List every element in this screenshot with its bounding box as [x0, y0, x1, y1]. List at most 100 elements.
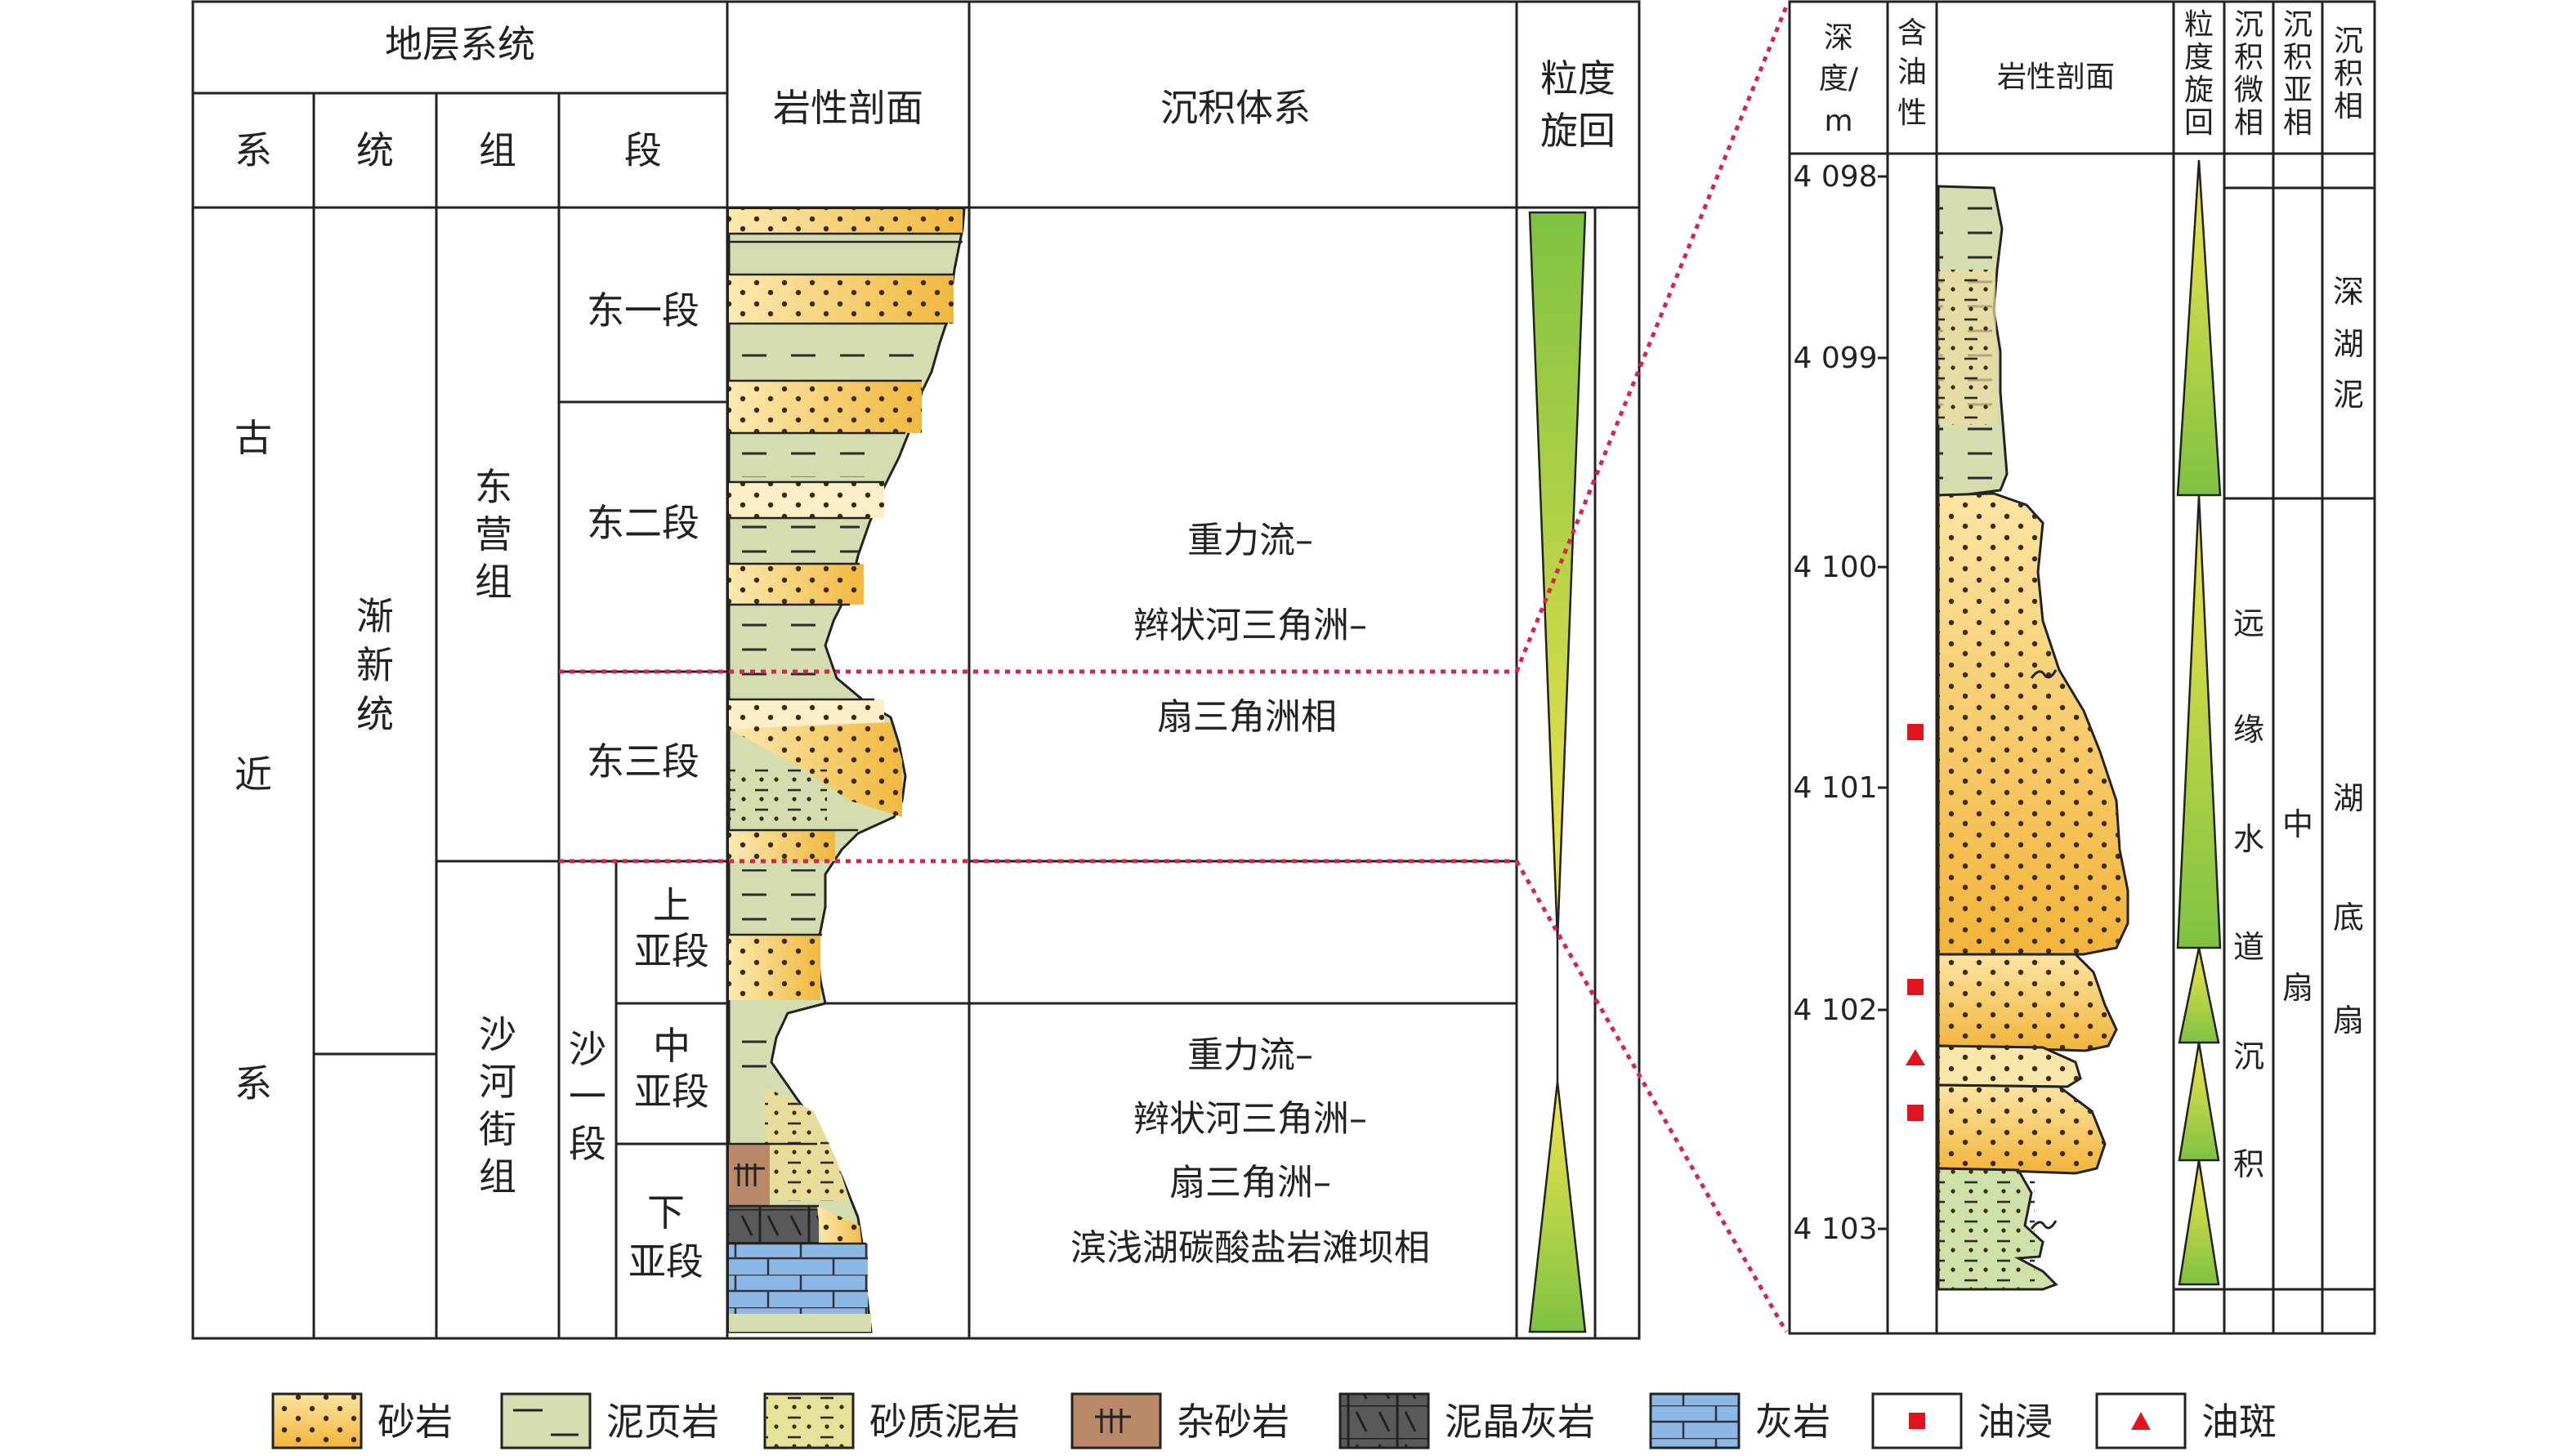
micro-header: 积: [2234, 41, 2263, 74]
subfacies-char: 中: [2282, 806, 2313, 842]
oil-header: 含: [1897, 16, 1927, 50]
left-grain-cycle: [1528, 211, 1587, 1333]
oil-header: 油: [1897, 56, 1927, 89]
xi-header: 系: [235, 128, 272, 172]
legend-label: 油浸: [1977, 1400, 2053, 1444]
legend-item-limestone: 灰岩: [1649, 1392, 1830, 1449]
facies-lower-line: 滨浅湖碳酸盐岩滩坝相: [1070, 1227, 1430, 1269]
shahejie-char: 河: [479, 1060, 516, 1104]
legend-label: 泥晶灰岩: [1445, 1400, 1595, 1444]
subfacies-header: 沉: [2283, 8, 2313, 42]
oil-immersion-mark: [1907, 1105, 1924, 1121]
facies-upper-line: 重力流–: [1187, 520, 1313, 561]
subfacies-header: 相: [2283, 106, 2313, 140]
segment-dong3: 东三段: [587, 739, 699, 784]
depth-tick: 4 099: [1793, 342, 1877, 375]
legend-label: 泥页岩: [606, 1400, 719, 1444]
sub-upper: 亚段: [634, 929, 709, 973]
sha1-char: 沙: [569, 1027, 606, 1071]
facies-fan-char: 湖: [2333, 780, 2364, 816]
legend-label: 灰岩: [1755, 1400, 1830, 1444]
facies-upper-line: 扇三角洲相: [1157, 696, 1337, 738]
dongying-char: 组: [475, 560, 512, 604]
micro-header: 微: [2234, 74, 2263, 107]
duan-header: 段: [624, 128, 662, 172]
facies-fan-char: 底: [2333, 900, 2364, 936]
facies-header: 相: [2334, 90, 2363, 123]
depth-header: 深: [1824, 21, 1853, 55]
oil-spot-mark: [1906, 1049, 1925, 1065]
micro-header: 相: [2234, 106, 2263, 140]
left-lithology-column: [727, 208, 966, 1333]
tong-header: 统: [356, 128, 394, 172]
legend-item-sandstone: 砂岩: [271, 1392, 453, 1449]
sub-upper: 上: [653, 883, 690, 927]
right-detail-table: 深 度/ m 含 油 性 岩性剖面 粒 度 旋 回 沉 积 微 相 沉 积 亚 …: [1788, 0, 2376, 1335]
dongying-char: 东: [475, 465, 512, 509]
micro-facies-char: 水: [2233, 821, 2264, 857]
depth-tick: 4 098: [1793, 160, 1877, 194]
lithology-header: 岩性剖面: [1997, 60, 2115, 94]
micro-facies-char: 缘: [2233, 712, 2264, 748]
subfacies-header: 积: [2283, 41, 2313, 74]
legend-label: 砂岩: [378, 1400, 453, 1444]
sha1-char: 一: [569, 1074, 606, 1119]
lithology-section-header: 岩性剖面: [773, 86, 923, 130]
oil-header: 性: [1897, 96, 1927, 130]
micro-facies-char: 积: [2233, 1146, 2264, 1182]
micro-facies-char: 远: [2233, 605, 2264, 641]
cycle-header: 粒: [2184, 8, 2214, 42]
facies-header: 沉: [2334, 25, 2363, 58]
xi-char: 古: [235, 416, 272, 460]
facies-deep-char: 深: [2333, 274, 2364, 310]
depth-header: 度/: [1819, 62, 1859, 96]
facies-lower-line: 扇三角洲–: [1169, 1162, 1331, 1204]
oil-immersion-mark: [1907, 724, 1924, 740]
legend-item-greywacke: 杂砂岩: [1070, 1392, 1289, 1449]
micro-facies-char: 沉: [2233, 1038, 2264, 1074]
depth-tick: 4 102: [1793, 994, 1877, 1027]
shahejie-char: 街: [479, 1107, 516, 1151]
subfacies-header: 亚: [2283, 74, 2313, 107]
legend-item-mudshale: 泥页岩: [500, 1392, 719, 1449]
legend-item-sandy-mudstone: 砂质泥岩: [763, 1392, 1020, 1449]
micro-facies-char: 道: [2233, 929, 2264, 965]
facies-fan-char: 扇: [2333, 1003, 2364, 1038]
legend-item-oil-immersion: 油浸: [1871, 1392, 2053, 1449]
correlation-lines: [559, 6, 1789, 1333]
depth-header: m: [1824, 105, 1852, 138]
cycle-header: 回: [2184, 106, 2214, 140]
tong-char: 新: [356, 643, 394, 687]
legend-item-micritic-limestone: 泥晶灰岩: [1338, 1392, 1595, 1449]
facies-upper-line: 辫状河三角洲–: [1133, 605, 1367, 646]
cycle-header: 度: [2184, 41, 2214, 74]
tong-char: 渐: [356, 594, 394, 638]
tong-char: 统: [356, 692, 394, 736]
legend-label: 砂质泥岩: [869, 1400, 1020, 1444]
depth-tick: 4 101: [1793, 771, 1877, 805]
xi-char: 系: [235, 1061, 272, 1105]
grain-cycle-header-line2: 旋回: [1540, 109, 1615, 153]
xi-char: 近: [235, 753, 272, 797]
legend-item-oil-spot: 油斑: [2095, 1392, 2277, 1449]
cycle-header: 旋: [2184, 74, 2214, 107]
sub-lower: 下: [647, 1190, 685, 1235]
facies-header: 积: [2334, 57, 2363, 91]
facies-deep-char: 湖: [2333, 326, 2364, 362]
micro-header: 沉: [2234, 8, 2263, 42]
facies-lower-line: 辫状河三角洲–: [1133, 1098, 1367, 1140]
sedimentary-system-header: 沉积体系: [1160, 86, 1311, 130]
sub-middle: 中: [653, 1024, 690, 1068]
strat-system-header: 地层系统: [385, 22, 535, 66]
depth-tick: 4 103: [1793, 1213, 1877, 1246]
sub-middle: 亚段: [634, 1070, 709, 1114]
sha1-char: 段: [569, 1122, 606, 1166]
shahejie-char: 沙: [479, 1012, 516, 1056]
shahejie-char: 组: [479, 1155, 516, 1199]
depth-tick: 4 100: [1793, 551, 1877, 584]
oil-immersion-mark: [1907, 979, 1924, 995]
grain-cycle-header-line1: 粒度: [1540, 56, 1615, 100]
segment-dong2: 东二段: [587, 501, 699, 545]
legend-label: 油斑: [2201, 1400, 2277, 1444]
